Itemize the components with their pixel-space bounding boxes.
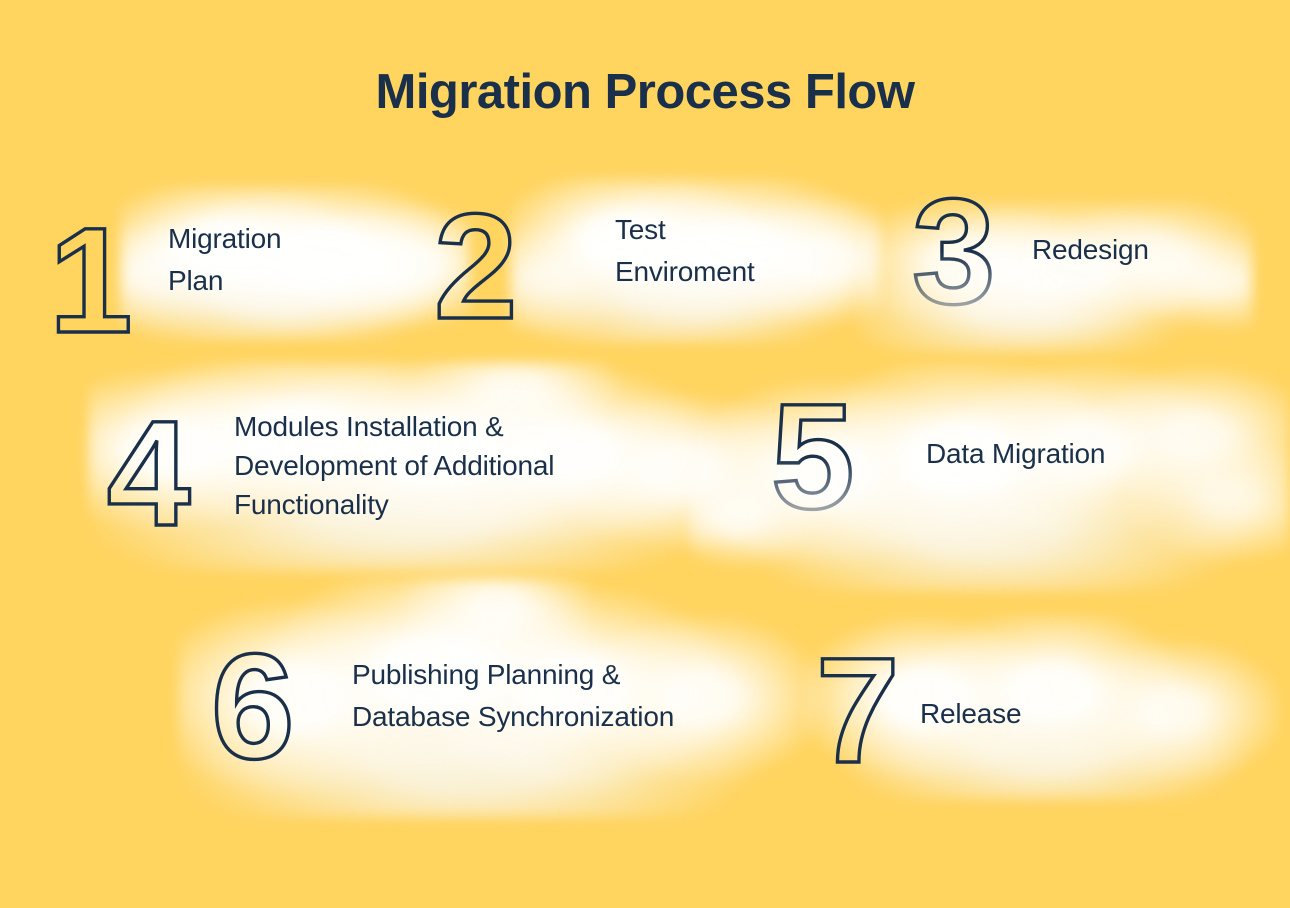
step-number-outline: 6: [209, 620, 296, 791]
step-number: 7: [816, 626, 899, 794]
step-number: 2: [434, 182, 517, 350]
step-number-outline: 1: [47, 194, 134, 365]
step-number: 3: [912, 167, 995, 335]
step-number-outline: 7: [814, 624, 901, 795]
step-label: Redesign: [1032, 234, 1149, 265]
step-number-outline: 5: [769, 370, 856, 541]
cloud-shape: [120, 185, 470, 340]
step-label: Publishing Planning & Database Synchroni…: [352, 659, 675, 732]
page-title: Migration Process Flow: [375, 65, 915, 119]
step-label: Test Enviroment: [615, 214, 755, 287]
step-number: 4: [107, 389, 190, 557]
step-number: 1: [49, 196, 132, 364]
cloud-shape: [858, 198, 1253, 353]
step-number: 5: [771, 372, 854, 540]
step-label: Migration Plan: [168, 223, 282, 296]
cloud-shape: [805, 615, 1280, 800]
step-label: Data Migration: [926, 438, 1106, 469]
step-label: Release: [920, 698, 1022, 729]
cloud-shape: [690, 362, 1290, 592]
cloud-shape: [178, 578, 818, 818]
step-number-outline: 2: [432, 180, 519, 351]
step-number-outline: 3: [910, 165, 997, 336]
cloud-shape: [510, 178, 880, 343]
step-label: Modules Installation & Development of Ad…: [234, 411, 555, 520]
cloud-shape: [88, 362, 778, 572]
step-number-outline: 4: [105, 387, 192, 558]
step-number: 6: [211, 622, 294, 790]
